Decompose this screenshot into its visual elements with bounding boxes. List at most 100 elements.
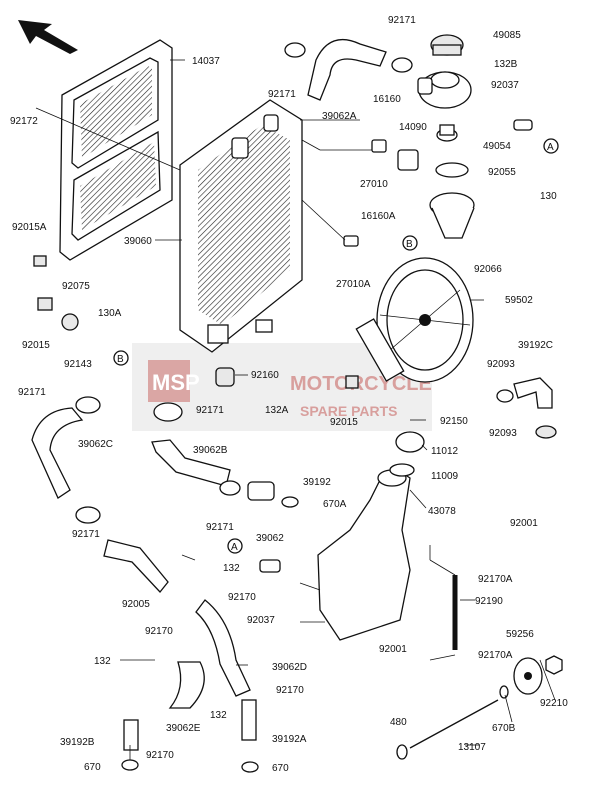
reserve-tank — [317, 469, 411, 641]
grommet-92093-b — [535, 425, 557, 439]
label-92170-d: 92170 — [146, 750, 174, 761]
label-92170-b: 92170 — [145, 626, 173, 637]
radiator-cap — [430, 34, 464, 56]
cap-11012 — [395, 431, 425, 453]
impeller — [513, 657, 543, 695]
label-49085: 49085 — [493, 30, 521, 41]
switch-27010A — [343, 235, 359, 247]
clamp-92171-b — [391, 57, 413, 73]
label-92210: 92210 — [540, 698, 568, 709]
label-92093-a: 92093 — [487, 359, 515, 370]
label-480: 480 — [390, 717, 407, 728]
label-16160: 16160 — [373, 94, 401, 105]
label-92160: 92160 — [251, 370, 279, 381]
o-ring — [435, 162, 469, 178]
label-39062C: 39062C — [78, 439, 113, 450]
watermark-line1: MOTORCYCLE — [290, 373, 432, 395]
label-92190: 92190 — [475, 596, 503, 607]
label-92075: 92075 — [62, 281, 90, 292]
grommet-92093-a — [496, 389, 514, 403]
radiator-grille — [59, 39, 173, 261]
marker-A-2: A — [227, 538, 243, 554]
leader-lines — [35, 59, 556, 760]
label-92170A-1: 92170A — [478, 574, 513, 585]
label-92171-a: 92171 — [268, 89, 296, 100]
label-92170-c: 92170 — [276, 685, 304, 696]
clamp-92171-d — [75, 506, 101, 524]
label-59256: 59256 — [506, 629, 534, 640]
front-direction-arrow-icon — [18, 20, 78, 54]
label-13107: 13107 — [458, 742, 486, 753]
label-39192B: 39192B — [60, 737, 95, 748]
hose-39062B — [151, 439, 231, 487]
label-92001-a: 92001 — [510, 518, 538, 529]
svg-text:B: B — [117, 354, 124, 365]
label-43078: 43078 — [428, 506, 456, 517]
clamp-92171-a — [284, 42, 306, 58]
label-11009: 11009 — [431, 471, 459, 482]
fitting-39192B — [123, 719, 139, 751]
label-39192C: 39192C — [518, 340, 553, 351]
label-92001-b: 92001 — [379, 644, 407, 655]
label-39062B: 39062B — [193, 445, 228, 456]
pipe-39062 — [259, 559, 281, 573]
clamp-92171-e — [219, 480, 241, 496]
label-132-c: 132 — [210, 710, 227, 721]
watermark-logo-text: MSP — [152, 370, 200, 395]
label-92037-b: 92037 — [247, 615, 275, 626]
hose-92005 — [103, 539, 169, 593]
pipe-92037 — [513, 119, 533, 131]
oring-480 — [396, 744, 408, 760]
cooling-fan — [355, 257, 474, 383]
grommet-92075 — [61, 313, 79, 331]
label-670-a: 670 — [84, 762, 101, 773]
label-132-b: 132 — [94, 656, 111, 667]
label-92015A: 92015A — [12, 222, 47, 233]
label-16160A: 16160A — [361, 211, 396, 222]
bracket-92015 — [37, 297, 53, 311]
oring-670B — [499, 685, 509, 699]
label-14037: 14037 — [192, 56, 220, 67]
radiator — [179, 99, 303, 353]
thermostat-housing-lower — [429, 192, 475, 239]
hose-39062E — [168, 661, 205, 709]
fitting-39192 — [247, 481, 275, 501]
marker-B-2: B — [113, 350, 129, 366]
hose-39062C — [31, 407, 84, 499]
label-92005: 92005 — [122, 599, 150, 610]
label-92037-a: 92037 — [491, 80, 519, 91]
label-132B: 132B — [494, 59, 518, 70]
part-labels: 14037 92172 92015A 39060 92075 130A 9201… — [10, 15, 568, 774]
oring-670-a — [121, 759, 139, 771]
elbow-39192C — [513, 377, 553, 409]
label-11012: 11012 — [431, 446, 459, 457]
label-92055: 92055 — [488, 167, 516, 178]
label-92171-b: 92171 — [388, 15, 416, 26]
clamp-92171-c — [153, 402, 183, 422]
label-92150: 92150 — [440, 416, 468, 427]
fitting-39192A — [241, 699, 257, 741]
grommet-92160 — [215, 367, 235, 387]
label-92171-f: 92171 — [18, 387, 46, 398]
bracket-92015A — [33, 255, 47, 267]
oring-670 — [281, 496, 299, 508]
label-59502: 59502 — [505, 295, 533, 306]
label-670B: 670B — [492, 723, 516, 734]
label-39060: 39060 — [124, 236, 152, 247]
pump-shaft — [409, 699, 499, 749]
label-92066: 92066 — [474, 264, 502, 275]
label-92172: 92172 — [10, 116, 38, 127]
label-92171-d: 92171 — [72, 529, 100, 540]
marker-A-1: A — [543, 138, 559, 154]
hose-39062A — [307, 39, 387, 101]
watermark-logo: MSP — [148, 360, 200, 402]
label-92171-c: 92171 — [196, 405, 224, 416]
label-130: 130 — [540, 191, 557, 202]
label-92143: 92143 — [64, 359, 92, 370]
label-49054: 49054 — [483, 141, 511, 152]
label-132-a: 132 — [223, 563, 240, 574]
svg-text:A: A — [547, 142, 554, 153]
label-27010: 27010 — [360, 179, 388, 190]
watermark-line2: SPARE PARTS — [300, 403, 398, 419]
